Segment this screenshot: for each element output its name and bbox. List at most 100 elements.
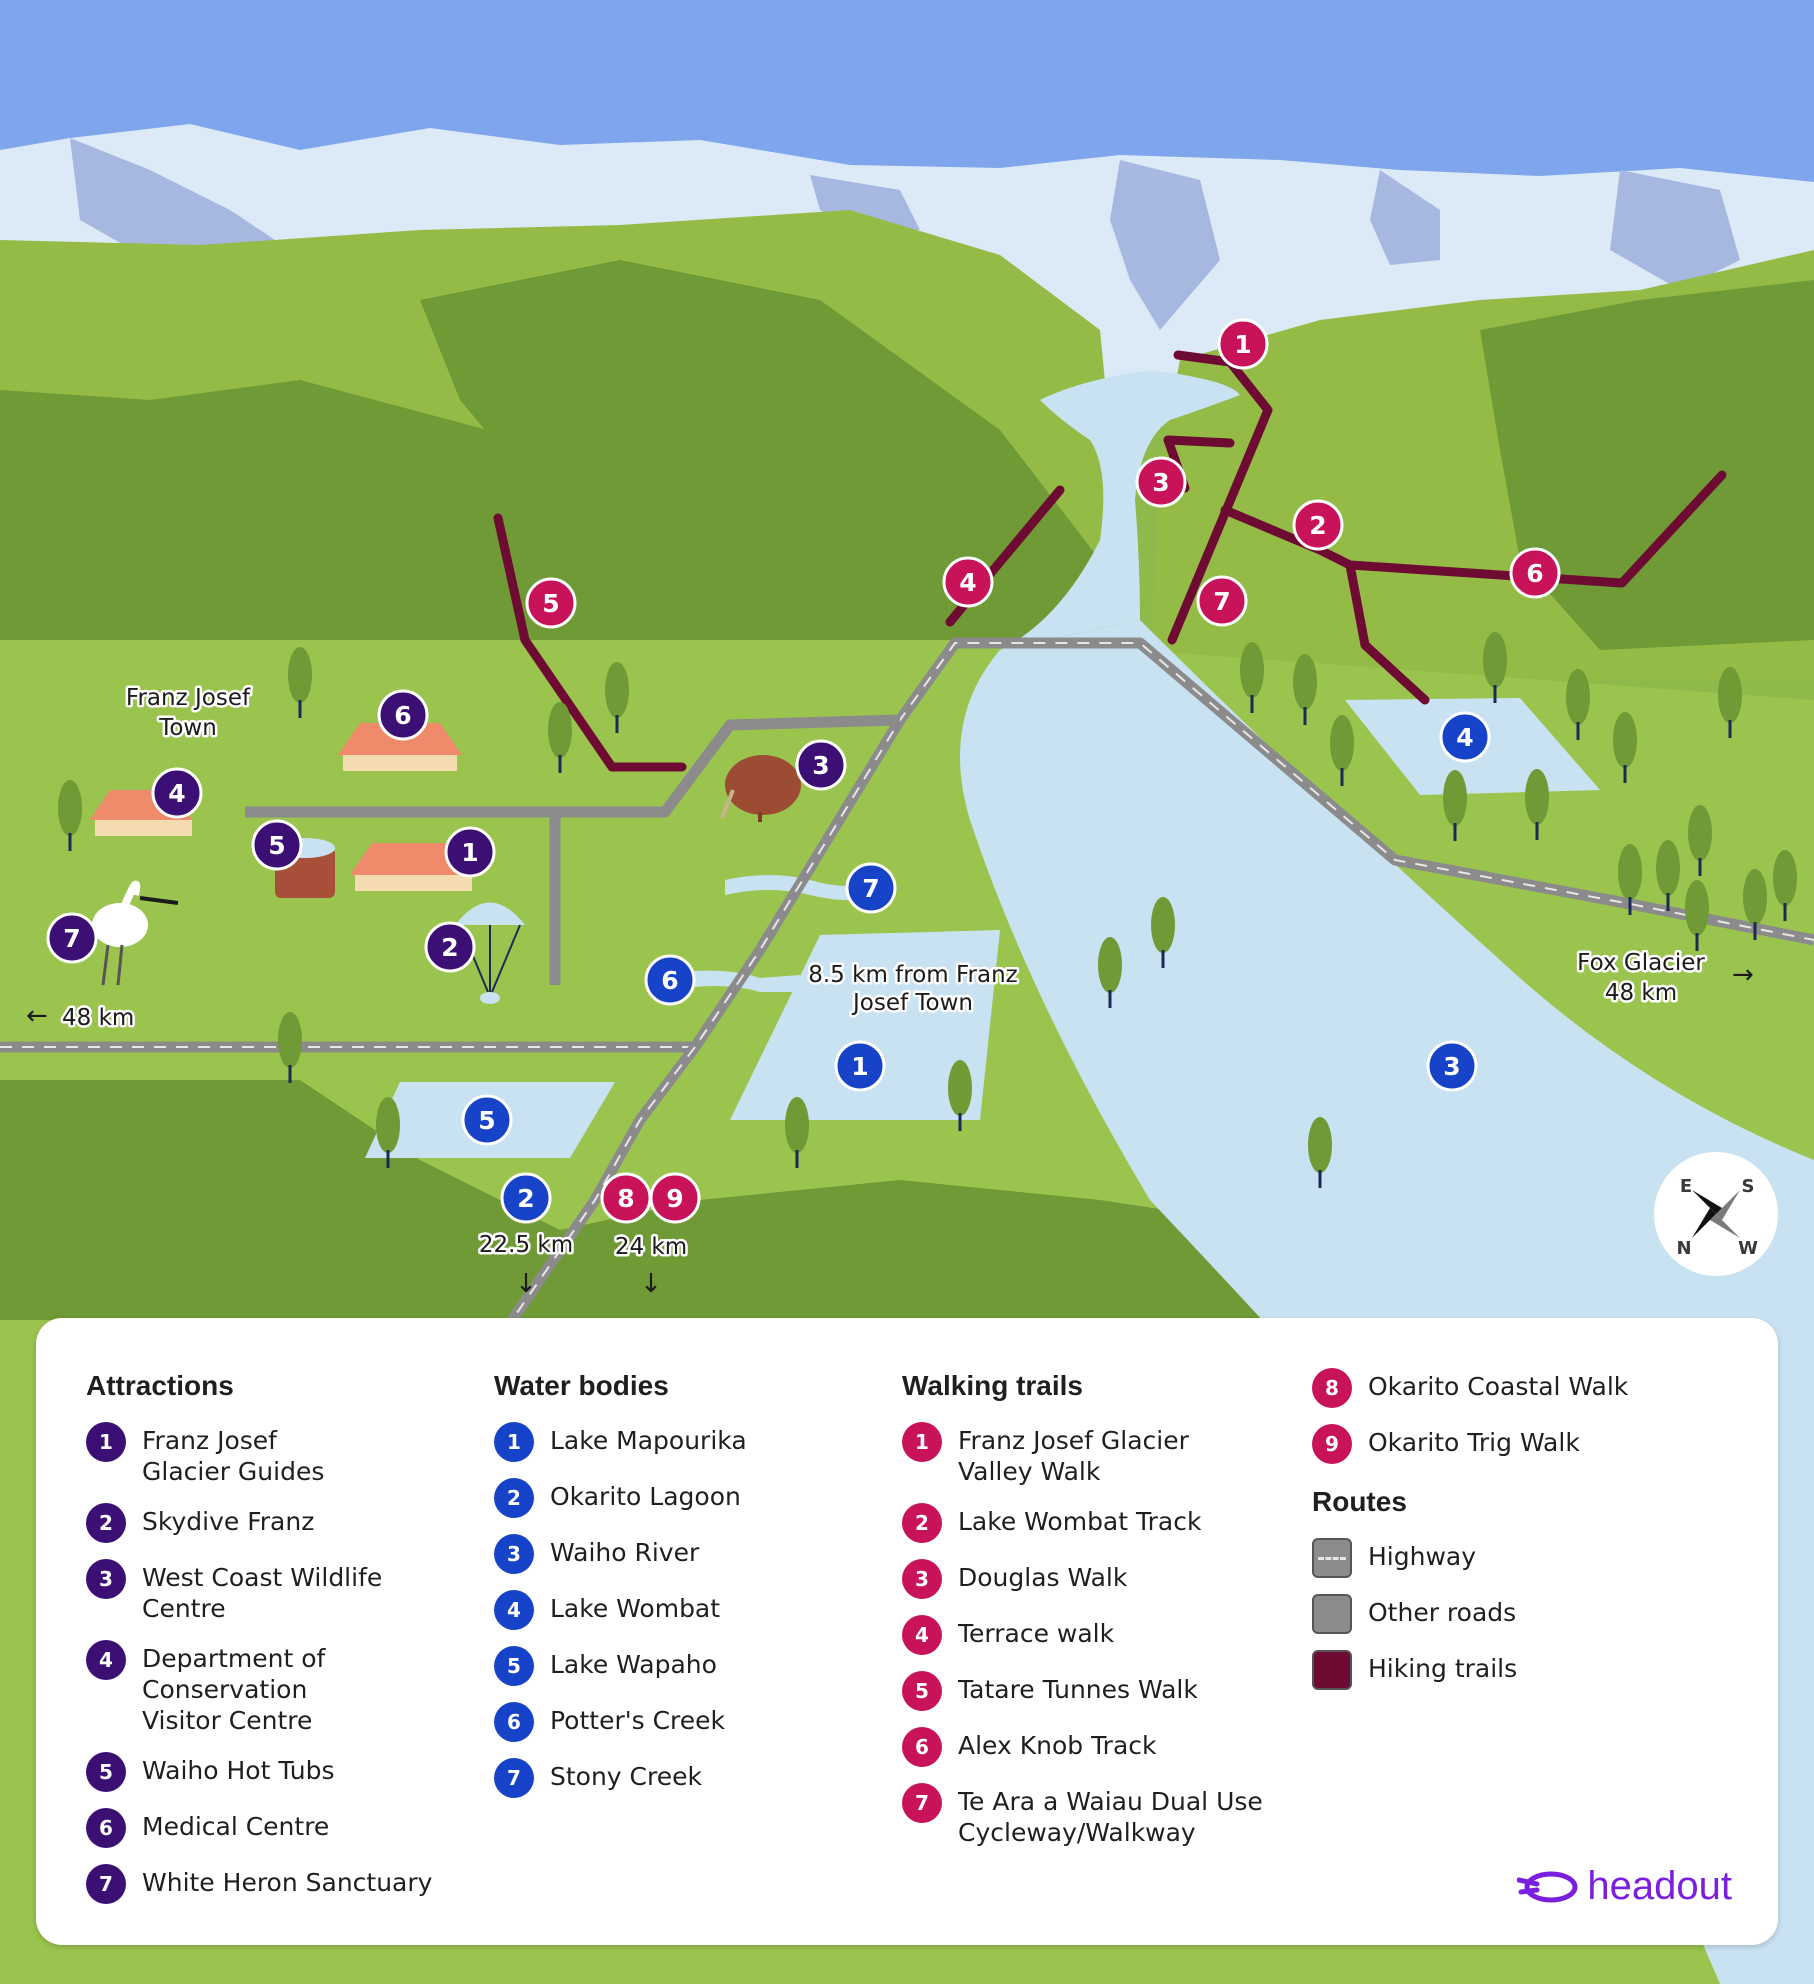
- water-marker-3[interactable]: 3: [1426, 1040, 1478, 1092]
- compass-e: E: [1680, 1176, 1692, 1197]
- attraction-marker-1[interactable]: 1: [444, 826, 496, 878]
- legend-number-badge: 6: [902, 1727, 942, 1767]
- trail-marker-3[interactable]: 3: [1135, 456, 1187, 508]
- legend-item-label: Lake Wombat Track: [958, 1507, 1202, 1536]
- svg-text:5: 5: [478, 1106, 495, 1135]
- water-marker-1[interactable]: 1: [834, 1040, 886, 1092]
- legend-number-badge: 5: [902, 1671, 942, 1711]
- trail-marker-1[interactable]: 1: [1217, 318, 1269, 370]
- lake-mapourika: [730, 930, 1000, 1120]
- svg-text:2: 2: [1309, 511, 1326, 540]
- hiking-trails: [493, 350, 1727, 772]
- mountain-shadow: [1610, 170, 1740, 290]
- kiwi-bird-icon: [720, 755, 801, 822]
- trail-marker-8[interactable]: 8: [600, 1172, 652, 1224]
- attraction-marker-5[interactable]: 5: [251, 819, 303, 871]
- legend-item-label: White Heron Sanctuary: [142, 1868, 433, 1897]
- legend-item-label: Medical Centre: [142, 1812, 330, 1841]
- legend-item-label: West Coast Wildlife Centre: [142, 1563, 383, 1623]
- trail-marker-7[interactable]: 7: [1196, 575, 1248, 627]
- trail-marker-2[interactable]: 2: [1292, 499, 1344, 551]
- svg-text:8: 8: [617, 1184, 634, 1213]
- east-arrow-icon: →: [1732, 960, 1754, 990]
- trail-marker-9[interactable]: 9: [649, 1172, 701, 1224]
- other-roads: [245, 714, 901, 985]
- legend-item-label: Douglas Walk: [958, 1563, 1128, 1592]
- legend-number-badge: 7: [494, 1758, 534, 1798]
- svg-text:3: 3: [812, 751, 829, 780]
- attraction-marker-4[interactable]: 4: [151, 767, 203, 819]
- headout-logo-icon: [1517, 1871, 1578, 1902]
- water-marker-5[interactable]: 5: [461, 1094, 513, 1146]
- legend-number-badge: 1: [86, 1422, 126, 1462]
- trail-marker-5[interactable]: 5: [525, 577, 577, 629]
- legend-route-item: Hiking trails: [1312, 1650, 1712, 1690]
- brand-logo[interactable]: headout: [1517, 1864, 1732, 1909]
- compass-n: N: [1676, 1238, 1691, 1259]
- attractions-list: 1 Franz Josef Glacier Guides 2 Skydive Fran…: [86, 1422, 466, 1904]
- legend-heading-water-bodies: Water bodies: [494, 1370, 669, 1401]
- attraction-marker-6[interactable]: 6: [377, 689, 429, 741]
- legend-number-badge: 6: [494, 1702, 534, 1742]
- svg-text:2: 2: [517, 1184, 534, 1213]
- svg-text:5: 5: [542, 589, 559, 618]
- legend-number-badge: 2: [86, 1503, 126, 1543]
- legend-heading-routes: Routes: [1312, 1486, 1407, 1517]
- compass-s: S: [1742, 1176, 1755, 1197]
- legend-number-badge: 4: [86, 1640, 126, 1680]
- attraction-marker-3[interactable]: 3: [795, 739, 847, 791]
- svg-text:3: 3: [1443, 1052, 1460, 1081]
- legend-number-badge: 3: [494, 1534, 534, 1574]
- legend-item-label: Franz Josef Glacier Guides: [142, 1426, 325, 1486]
- water-marker-7[interactable]: 7: [845, 862, 897, 914]
- legend-number-badge: 1: [902, 1422, 942, 1462]
- legend-item: 2 Skydive Franz: [86, 1503, 466, 1543]
- south-arrow-icon: ↓: [640, 1269, 662, 1299]
- svg-text:5: 5: [268, 831, 285, 860]
- legend-item-label: Okarito Coastal Walk: [1368, 1372, 1629, 1401]
- legend-number-badge: 9: [1312, 1424, 1352, 1464]
- legend-number-badge: 5: [86, 1752, 126, 1792]
- legend-number-badge: 7: [86, 1864, 126, 1904]
- legend-item: 1 Franz Josef Glacier Valley Walk: [902, 1422, 1302, 1487]
- svg-text:7: 7: [63, 924, 80, 953]
- water-marker-4[interactable]: 4: [1439, 711, 1491, 763]
- legend-route-item: Other roads: [1312, 1594, 1712, 1634]
- svg-text:1: 1: [851, 1052, 868, 1081]
- legend-item-label: Franz Josef Glacier Valley Walk: [958, 1426, 1189, 1486]
- hill-center-shadow: [420, 260, 1120, 645]
- compass-rose: E S N W: [1654, 1152, 1778, 1276]
- svg-text:4: 4: [1456, 723, 1473, 752]
- water-marker-2[interactable]: 2: [500, 1172, 552, 1224]
- svg-text:6: 6: [394, 701, 411, 730]
- attraction-marker-2[interactable]: 2: [424, 921, 476, 973]
- legend-item-label: Skydive Franz: [142, 1507, 315, 1536]
- attraction-marker-7[interactable]: 7: [46, 912, 98, 964]
- parachute-icon: [455, 902, 525, 1004]
- legend-item-label: Lake Wombat: [550, 1594, 721, 1623]
- water-marker-6[interactable]: 6: [644, 954, 696, 1006]
- hill-right-shadow: [1480, 280, 1814, 650]
- trail-marker-4[interactable]: 4: [942, 556, 994, 608]
- svg-text:3: 3: [1152, 468, 1169, 497]
- trail-marker-6[interactable]: 6: [1509, 547, 1561, 599]
- svg-text:6: 6: [1526, 559, 1543, 588]
